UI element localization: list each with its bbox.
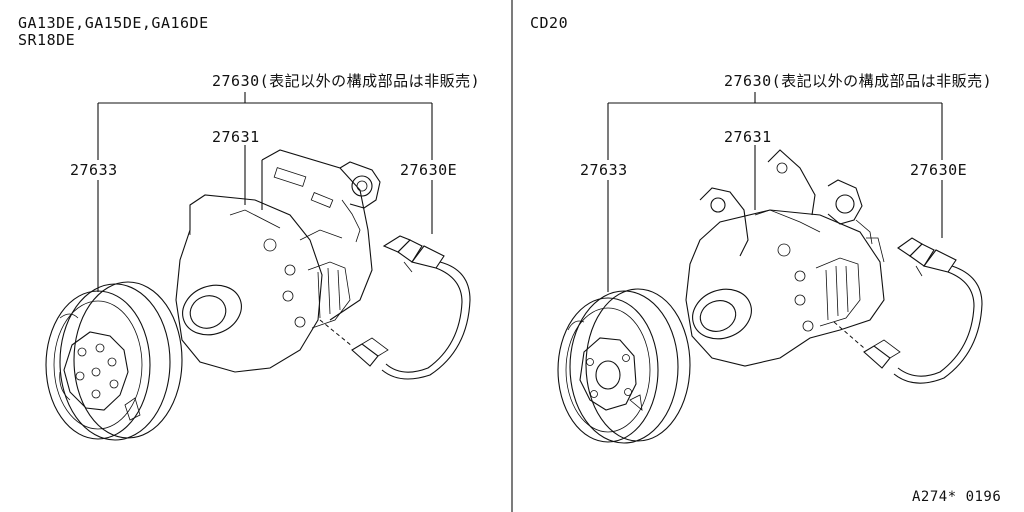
left-engine-line2: SR18DE bbox=[18, 31, 76, 49]
left-harness bbox=[319, 235, 471, 380]
left-clutch-label: 27633 bbox=[70, 161, 118, 179]
left-assembly-label: 27630(表記以外の構成部品は非販売) bbox=[212, 72, 481, 90]
figure-code: A274* 0196 bbox=[912, 489, 1002, 505]
right-compressor bbox=[685, 149, 885, 367]
right-leader-lines bbox=[607, 92, 943, 292]
right-harness-label: 27630E bbox=[910, 161, 968, 179]
right-engine-line1: CD20 bbox=[530, 14, 569, 32]
left-compressor bbox=[175, 149, 381, 373]
right-clutch-pulley bbox=[557, 288, 691, 444]
left-harness-label: 27630E bbox=[400, 161, 458, 179]
left-clutch-pulley bbox=[45, 281, 183, 441]
right-clutch-label: 27633 bbox=[580, 161, 628, 179]
right-harness bbox=[833, 237, 983, 384]
right-assembly-label: 27630(表記以外の構成部品は非販売) bbox=[724, 72, 993, 90]
right-compressor-label: 27631 bbox=[724, 128, 772, 146]
left-leader-lines bbox=[97, 92, 433, 292]
left-compressor-label: 27631 bbox=[212, 128, 260, 146]
left-engine-line1: GA13DE,GA15DE,GA16DE bbox=[18, 14, 209, 32]
